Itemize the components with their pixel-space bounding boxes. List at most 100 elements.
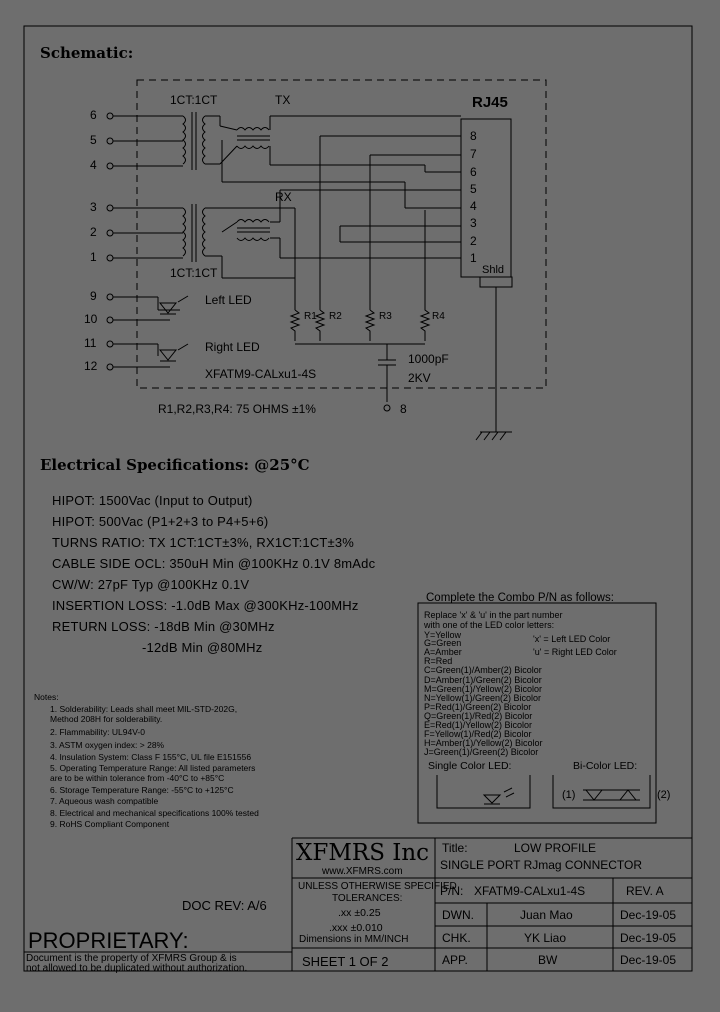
company-name: XFMRS Inc xyxy=(296,840,430,866)
company-website: www.XFMRS.com xyxy=(322,866,403,877)
combo-letter: G=Green xyxy=(424,638,462,648)
pin-number: 6 xyxy=(90,108,97,122)
dimension-units: Dimensions in MM/INCH xyxy=(299,934,409,945)
note-line: 8. Electrical and mechanical specificati… xyxy=(50,808,259,818)
rj45-pin: 5 xyxy=(470,182,477,196)
spec-line: HIPOT: 500Vac (P1+2+3 to P4+5+6) xyxy=(52,514,269,529)
rev-label: REV. A xyxy=(626,884,664,898)
pin-number: 2 xyxy=(90,225,97,239)
spec-line: CABLE SIDE OCL: 350uH Min @100KHz 0.1V 8… xyxy=(52,556,376,571)
u-meaning: 'u' = Right LED Color xyxy=(533,647,617,657)
doc-rev: DOC REV: A/6 xyxy=(182,898,267,913)
pin-number: 9 xyxy=(90,289,97,303)
spec-line: CW/W: 27pF Typ @100KHz 0.1V xyxy=(52,577,250,592)
rj45-pin: 1 xyxy=(470,251,477,265)
chk-date: Dec-19-05 xyxy=(620,931,677,945)
rj45-pin: 6 xyxy=(470,165,477,179)
rj45-pin: 7 xyxy=(470,147,477,161)
bi-led-2: (2) xyxy=(657,789,671,801)
resistor-label: R1 xyxy=(304,311,317,322)
note-line: 6. Storage Temperature Range: -55°C to +… xyxy=(50,785,234,795)
page-border xyxy=(23,25,693,972)
electrical-heading: Electrical Specifications: @25°C xyxy=(40,456,310,474)
shield-label: Shld xyxy=(482,264,505,276)
rj45-box xyxy=(460,118,512,278)
pin-number: 4 xyxy=(90,158,97,172)
schematic-heading: Schematic: xyxy=(40,44,134,62)
pin-number: 5 xyxy=(90,133,97,147)
rj45-pin: 3 xyxy=(470,216,477,230)
spec-line: -12dB Min @80MHz xyxy=(142,640,263,655)
note-line: 3. ASTM oxygen index: > 28% xyxy=(50,740,165,750)
cap-voltage: 2KV xyxy=(408,371,431,385)
part-label: XFATM9-CALxu1-4S xyxy=(205,367,317,381)
note-line: Method 208H for solderability. xyxy=(50,714,163,724)
spec-line: INSERTION LOSS: -1.0dB Max @300KHz-100MH… xyxy=(52,598,359,613)
combo-letter: H=Amber(1)/Yellow(2) Bicolor xyxy=(424,738,543,748)
dwn-date: Dec-19-05 xyxy=(620,908,677,922)
resistor-label: R4 xyxy=(432,311,445,322)
combo-letter: A=Amber xyxy=(424,647,462,657)
combo-legend-box xyxy=(417,602,657,824)
cap-value: 1000pF xyxy=(408,352,449,366)
proprietary-line2: not allowed to be duplicated without aut… xyxy=(26,963,248,974)
pin-number: 10 xyxy=(84,312,98,326)
spec-line: TURNS RATIO: TX 1CT:1CT±3%, RX1CT:1CT±3% xyxy=(52,535,355,550)
title-label: Title: xyxy=(442,841,468,855)
right-led-label: Right LED xyxy=(205,340,260,354)
pn-value: XFATM9-CALxu1-4S xyxy=(474,884,586,898)
combo-letter: Y=Yellow xyxy=(424,630,461,640)
chk-name: YK Liao xyxy=(524,931,567,945)
spec-line: HIPOT: 1500Vac (Input to Output) xyxy=(52,493,253,508)
combo-letter: R=Red xyxy=(424,656,453,666)
note-line: 5. Operating Temperature Range: All list… xyxy=(50,763,256,773)
pin-number: 12 xyxy=(84,359,98,373)
chk-label: CHK. xyxy=(442,931,471,945)
combo-letter: F=Yellow(1)/Red(2) Bicolor xyxy=(424,729,532,739)
rj45-pin: 4 xyxy=(470,199,477,213)
combo-letter: D=Amber(1)/Green(2) Bicolor xyxy=(424,675,542,685)
note-line: 9. RoHS Compliant Component xyxy=(50,819,170,829)
turns-ratio-bottom: 1CT:1CT xyxy=(170,266,218,280)
note-line: 7. Aqueous wash compatible xyxy=(50,796,159,806)
combo-letter: J=Green(1)/Green(2) Bicolor xyxy=(424,747,539,757)
combo-letter: M=Green(1)/Yellow(2) Bicolor xyxy=(424,684,542,694)
rx-label: RX xyxy=(275,190,292,204)
single-led-label: Single Color LED: xyxy=(428,760,512,772)
notes-heading: Notes: xyxy=(34,692,59,702)
combo-letter: P=Red(1)/Green(2) Bicolor xyxy=(424,702,532,712)
combo-letter: Q=Green(1)/Red(2) Bicolor xyxy=(424,711,533,721)
dwn-label: DWN. xyxy=(442,908,474,922)
combo-letter: N=Yellow(1)/Green(2) Bicolor xyxy=(424,693,541,703)
proprietary-heading: PROPRIETARY: xyxy=(28,928,189,953)
left-led-label: Left LED xyxy=(205,293,252,307)
combo-letter: C=Green(1)/Amber(2) Bicolor xyxy=(424,665,542,675)
sheet-number: SHEET 1 OF 2 xyxy=(302,954,389,969)
resistor-label: R2 xyxy=(329,311,342,322)
combo-intro: Replace 'x' & 'u' in the part number xyxy=(424,610,563,620)
pin-number: 1 xyxy=(90,250,97,264)
bi-led-1: (1) xyxy=(562,789,576,801)
tolerance-xx: .xx ±0.25 xyxy=(338,907,381,919)
proprietary-line1: Document is the property of XFMRS Group … xyxy=(26,953,237,964)
note-line: are to be within tolerance from -40°C to… xyxy=(50,773,225,783)
note-line: 2. Flammability: UL94V-0 xyxy=(50,727,145,737)
combo-intro: with one of the LED color letters: xyxy=(424,620,555,630)
resistor-note: R1,R2,R3,R4: 75 OHMS ±1% xyxy=(158,402,316,416)
tolerance-header: UNLESS OTHERWISE SPECIFIED xyxy=(298,881,457,892)
pin-number: 11 xyxy=(84,336,97,350)
spec-line: RETURN LOSS: -18dB Min @30MHz xyxy=(52,619,275,634)
title-line2: SINGLE PORT RJmag CONNECTOR xyxy=(440,858,643,872)
rj45-pin: 2 xyxy=(470,234,477,248)
app-name: BW xyxy=(538,953,558,967)
dwn-name: Juan Mao xyxy=(520,908,573,922)
tolerance-label: TOLERANCES: xyxy=(332,893,403,904)
combo-letter: E=Red(1)/Yellow(2) Bicolor xyxy=(424,720,532,730)
tx-label: TX xyxy=(275,93,291,107)
module-boundary xyxy=(136,79,547,389)
ground-pin: 8 xyxy=(400,402,407,416)
turns-ratio-top: 1CT:1CT xyxy=(170,93,218,107)
x-meaning: 'x' = Left LED Color xyxy=(533,634,611,644)
pin-number: 3 xyxy=(90,200,97,214)
tolerance-xxx: .xxx ±0.010 xyxy=(329,922,383,934)
